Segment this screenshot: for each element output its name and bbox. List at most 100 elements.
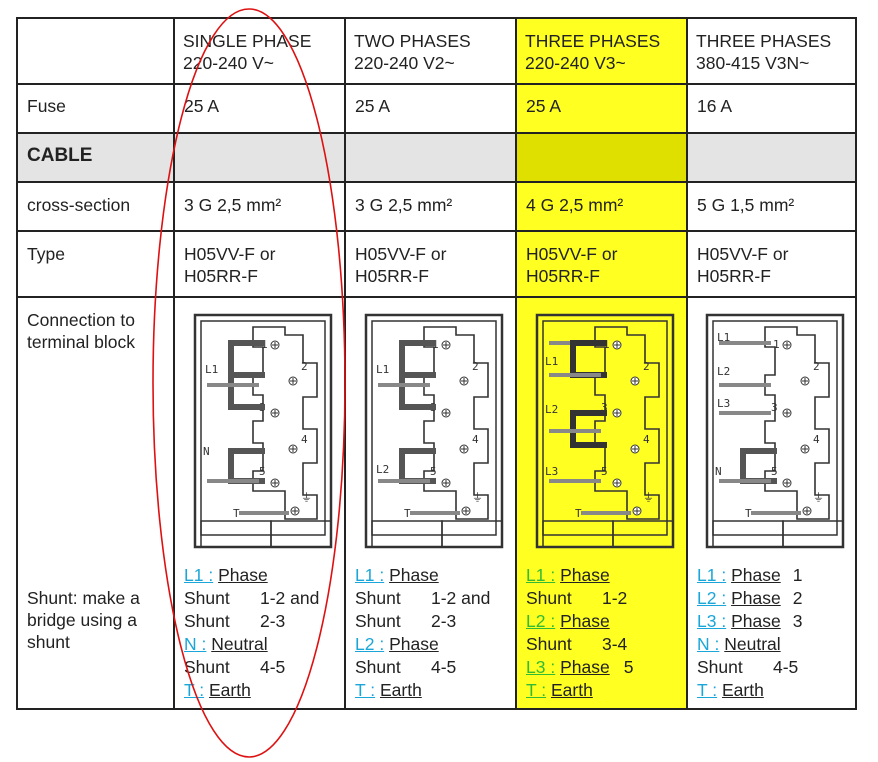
shunt-word: Shunt (526, 588, 572, 608)
wire-label: L1 (205, 363, 218, 376)
cross-section-value: 3 G 2,5 mm² (355, 195, 453, 215)
wire-description: Neutral (724, 634, 781, 654)
cable-band-highlight (516, 133, 687, 182)
grid-v0 (16, 17, 18, 710)
wire-legend-line: L1 : Phase (526, 564, 633, 587)
terminal-number: 3 (771, 401, 778, 414)
wire-label: L2 (376, 463, 389, 476)
wire-legend-line: T : Earth (355, 679, 490, 702)
grid-top (16, 17, 857, 19)
wire-legend-line: T : Earth (526, 679, 633, 702)
type-value: H05VV-F or H05RR-F (175, 243, 275, 287)
shunt-word: Shunt (697, 657, 743, 677)
wire-label: L1 : (184, 565, 214, 585)
screw-slot-icon (614, 410, 620, 416)
wire-description: Earth (379, 680, 422, 700)
wire-legend-line: L1 : Phase (355, 564, 490, 587)
label-line: bridge using a (27, 610, 137, 630)
grid-h3 (16, 181, 857, 183)
fuse-value: 25 A (355, 96, 391, 116)
type-line: H05RR-F (355, 266, 429, 286)
screw-slot-icon (634, 508, 640, 514)
terminal-number: 3 (601, 401, 608, 414)
wire-label: L2 (717, 365, 730, 378)
col-title: THREE PHASES (525, 31, 661, 51)
type-value: H05VV-F or H05RR-F (688, 243, 788, 287)
type-line: H05VV-F or (697, 244, 789, 264)
grid-h1 (16, 83, 857, 85)
grid-h2 (16, 132, 857, 134)
wire-description: Phase (560, 611, 610, 631)
frame-bottom-right (612, 520, 674, 548)
grid-v4 (686, 17, 688, 710)
shunt-line: Shunt 2-3 (184, 610, 319, 633)
fuse-value: 25 A (526, 96, 562, 116)
col-title: TWO PHASES (354, 31, 471, 51)
col-voltage: 220-240 V~ (183, 53, 274, 73)
terminal-number: ⏚ (301, 491, 312, 504)
wire-label: T : (526, 680, 547, 700)
row-label-connection: Connection to terminal block (18, 309, 135, 353)
grid-v3 (515, 17, 517, 710)
col-voltage: 220-240 V2~ (354, 53, 455, 73)
terminal-strip (764, 326, 830, 520)
wire-legend-line: L1 : Phase (184, 564, 319, 587)
type-line: H05RR-F (526, 266, 600, 286)
fuse-value: 16 A (697, 96, 733, 116)
wire-label: L3 : (526, 657, 556, 677)
screw-slot-icon (802, 378, 808, 384)
wire-legend-line: T : Earth (184, 679, 319, 702)
wire-description: Neutral (211, 634, 268, 654)
grid-v5 (855, 17, 857, 710)
wire-description: Phase (731, 611, 781, 631)
screw-slot-icon (443, 410, 449, 416)
terminal-number: 4 (301, 433, 308, 446)
wire-label: L1 : (355, 565, 385, 585)
wire-legend-line: L2 : Phase (355, 633, 490, 656)
shunt-range: 1-2 and (260, 588, 320, 608)
shunt-word: Shunt (184, 611, 230, 631)
terminal-number: ⏚ (472, 491, 483, 504)
wire-label: L3 (545, 465, 558, 478)
installation-table: SINGLE PHASE 220-240 V~ TWO PHASES 220-2… (16, 17, 857, 710)
terminal-number: 5 (771, 465, 778, 478)
wire-description: Phase (218, 565, 268, 585)
screw-slot-icon (784, 480, 790, 486)
screw-slot-icon (461, 446, 467, 452)
frame-inner (371, 320, 497, 536)
shunt-range: 2-3 (260, 611, 286, 631)
terminal-strip (423, 326, 489, 520)
wire-legend-line: L2 : Phase (526, 610, 633, 633)
col-title: THREE PHASES (696, 31, 832, 51)
type-line: H05RR-F (697, 266, 771, 286)
row-label-cable: CABLE (27, 145, 93, 166)
terminal-strip (594, 326, 660, 520)
shunt-range: 4-5 (773, 657, 799, 677)
col-voltage: 220-240 V3~ (525, 53, 626, 73)
wire-label: N (203, 445, 210, 458)
terminal-number: 2 (813, 360, 820, 373)
type-line: H05VV-F or (526, 244, 618, 264)
shunt-line: Shunt 4-5 (697, 656, 802, 679)
wire-description: Phase (560, 565, 610, 585)
wire-label: L2 : (355, 634, 385, 654)
type-line: H05RR-F (184, 266, 258, 286)
screw-slot-icon (463, 508, 469, 514)
wire-label: L3 : (697, 611, 727, 631)
shunt-word: Shunt (184, 657, 230, 677)
wire-label: T (745, 507, 752, 520)
terminal-number: 1 (773, 338, 780, 351)
grid-h4 (16, 230, 857, 232)
wire-label: N (715, 465, 722, 478)
